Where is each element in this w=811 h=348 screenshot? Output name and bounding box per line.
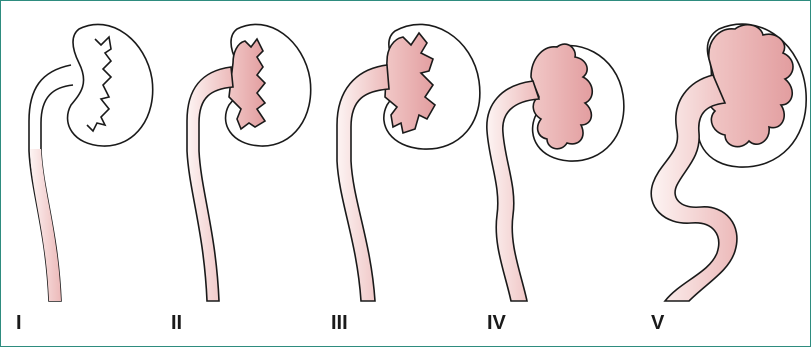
calyces-4 xyxy=(531,44,592,149)
grade-label-4: IV xyxy=(487,312,506,334)
ureter-1-reflux xyxy=(30,149,61,301)
ureter-4 xyxy=(487,81,539,301)
grade-label-1: I xyxy=(16,312,22,334)
ureter-2 xyxy=(187,67,233,301)
stage-1-kidney xyxy=(29,24,153,301)
ureter-3 xyxy=(337,65,389,301)
stage-3-kidney xyxy=(337,24,480,301)
stage-4-kidney xyxy=(487,44,624,301)
stage-5-kidney xyxy=(651,24,806,301)
grade-label-3: III xyxy=(331,312,348,334)
grade-label-2: II xyxy=(171,312,182,334)
stage-2-kidney xyxy=(187,24,311,301)
grade-label-5: V xyxy=(651,312,664,334)
